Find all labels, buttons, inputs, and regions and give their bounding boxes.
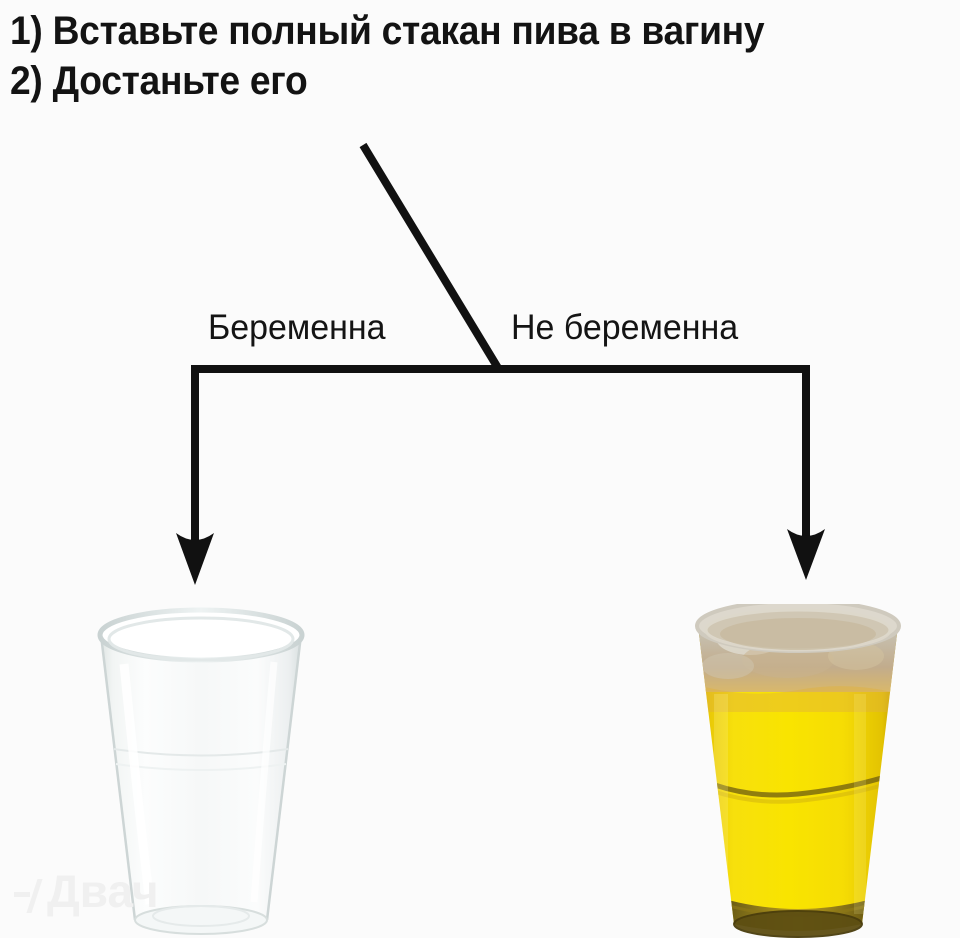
instructions-block: 1) Вставьте полный стакан пива в вагину … — [10, 6, 940, 106]
arrow-down-left-icon — [176, 533, 214, 585]
beer-cup-icon — [695, 604, 901, 938]
beer-liquid — [698, 626, 898, 931]
branch-label-pregnant: Беременна — [208, 308, 386, 347]
arrow-down-right-icon — [787, 529, 825, 580]
empty-cup-icon — [97, 607, 305, 935]
outcome-empty-cup — [88, 604, 314, 938]
beer-cup-base — [733, 910, 863, 938]
watermark: Двач — [14, 862, 214, 924]
instruction-line-2: 2) Достаньте его — [10, 59, 308, 103]
empty-cup-body — [101, 635, 301, 928]
branch-label-not-pregnant: Не беременна — [511, 308, 739, 347]
instruction-line-1: 1) Вставьте полный стакан пива в вагину — [10, 9, 765, 53]
outcome-beer-cup — [688, 604, 908, 938]
watermark-text: Двач — [47, 865, 159, 917]
watermark-dash-icon — [14, 892, 30, 897]
